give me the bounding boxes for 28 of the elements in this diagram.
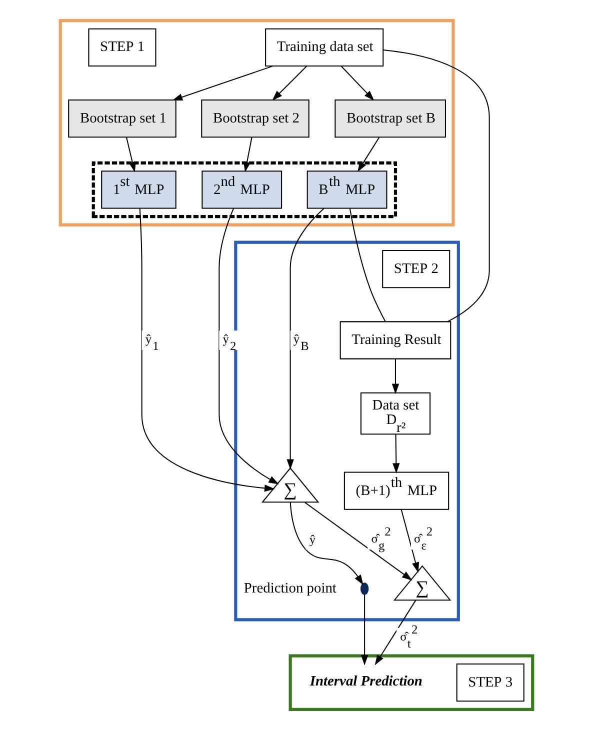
arrow [392, 434, 400, 474]
cluster [234, 240, 460, 622]
node-box: Training Result [339, 321, 451, 360]
node-box: Bootstrap set 1 [68, 99, 176, 138]
node-box: Bootstrap set B [334, 99, 446, 138]
arrow [356, 137, 380, 172]
node-label: Prediction point [243, 580, 336, 597]
arrow [391, 358, 399, 394]
arrow [340, 66, 374, 101]
node-circle [360, 582, 368, 595]
node-text: Interval Prediction [309, 673, 422, 690]
node-box: Training data set [264, 28, 384, 66]
node-box: STEP 3 [456, 664, 524, 702]
arrow [272, 66, 306, 101]
cluster [58, 19, 454, 226]
arrow [400, 509, 419, 573]
arrow [289, 502, 363, 586]
connector [382, 49, 490, 322]
arrow [360, 594, 368, 666]
arrow [125, 137, 136, 172]
arrow [242, 137, 252, 172]
node-box: STEP 2 [382, 250, 450, 288]
node-box: STEP 1 [88, 28, 156, 66]
node-box: Bootstrap set 2 [200, 99, 309, 138]
edge-label: ŷ [308, 532, 316, 546]
arrow [374, 600, 416, 666]
arrow [138, 208, 274, 492]
arrow [172, 66, 272, 101]
